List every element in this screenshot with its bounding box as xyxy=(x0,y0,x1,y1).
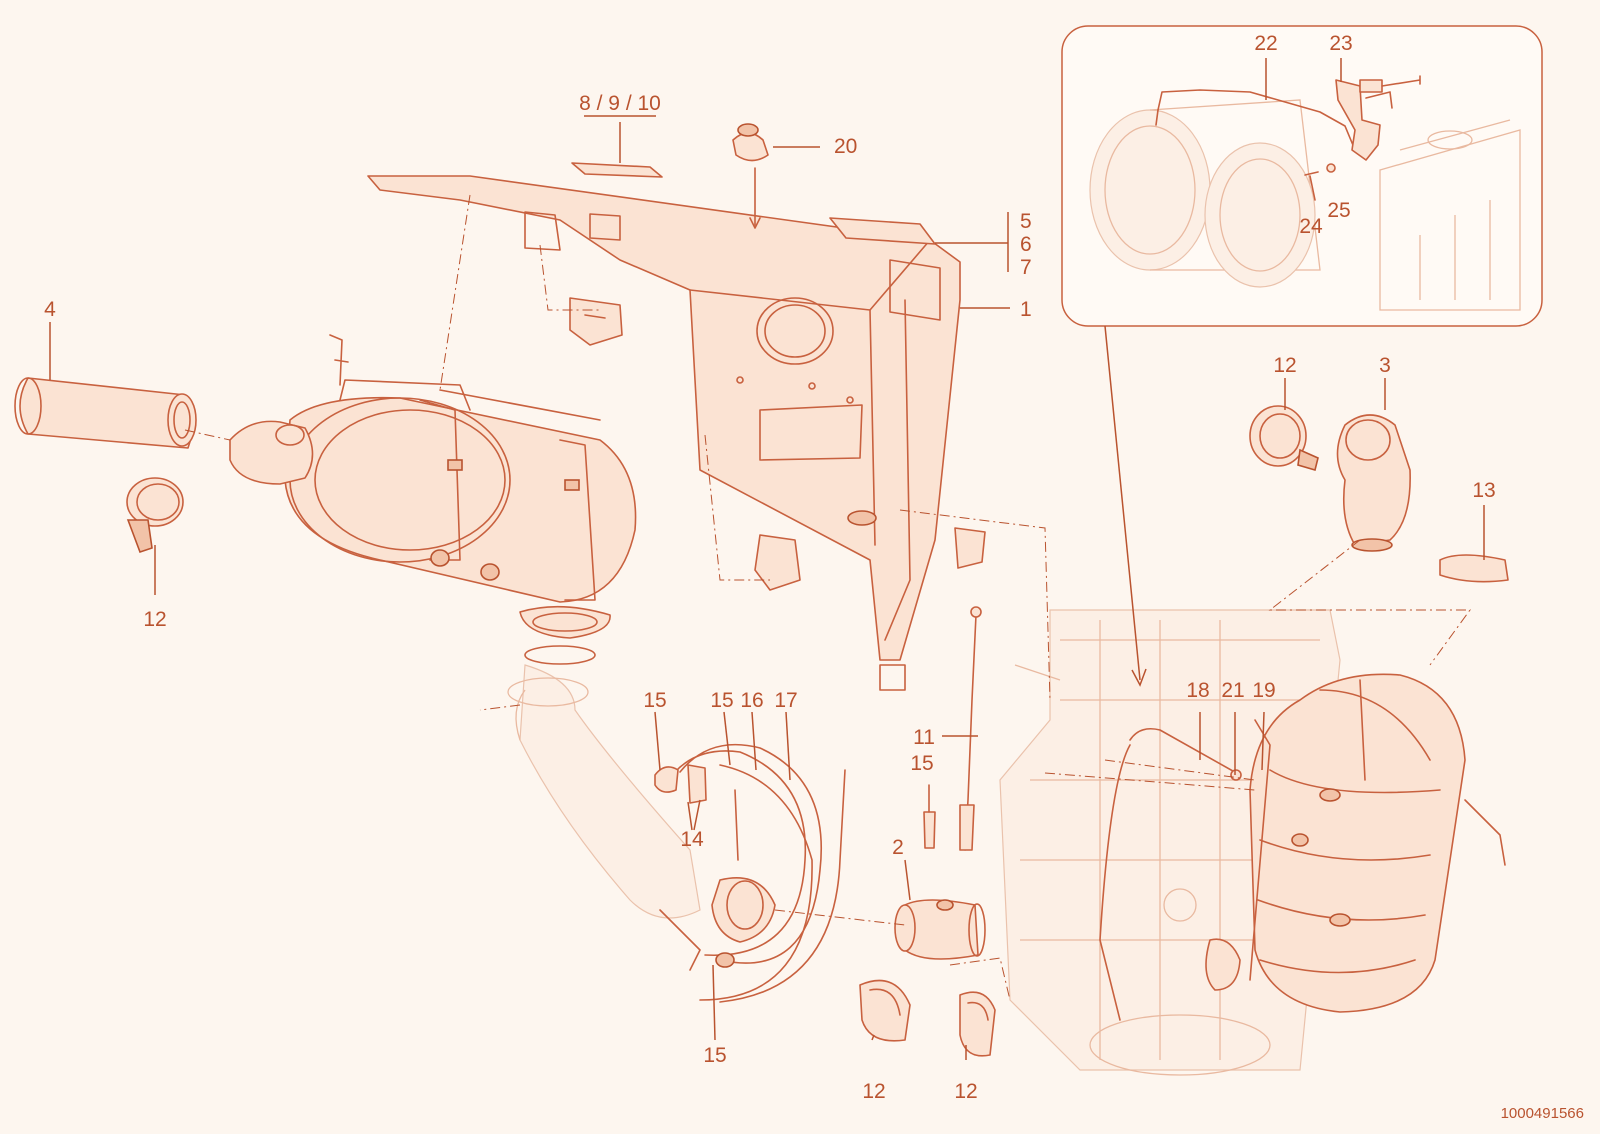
callout-12-bottom-left: 12 xyxy=(862,1080,885,1103)
callout-labels: 1 2 3 4 5 6 7 8 / 9 / 10 11 12 12 12 12 … xyxy=(44,92,1496,1103)
assembly-lines xyxy=(184,194,1471,1001)
callout-8-9-10: 8 / 9 / 10 xyxy=(579,92,661,115)
callout-1: 1 xyxy=(1020,298,1032,321)
heat-shield-strip-5-7 xyxy=(829,217,936,245)
clamp-12-right xyxy=(1249,405,1319,472)
callout-16: 16 xyxy=(740,689,763,712)
fitting-15 xyxy=(923,784,936,849)
callout-4: 4 xyxy=(44,298,56,321)
hoses-16-17 xyxy=(654,743,846,1003)
inset-filter-drawing xyxy=(1089,99,1521,311)
callout-15-hose-left: 15 xyxy=(643,689,666,712)
callout-12-left: 12 xyxy=(143,608,166,631)
callout-17: 17 xyxy=(774,689,797,712)
callout-12-bottom-right: 12 xyxy=(954,1080,977,1103)
callout-20: 20 xyxy=(834,135,857,158)
callout-22: 22 xyxy=(1254,32,1277,55)
callout-25: 25 xyxy=(1327,199,1350,222)
callout-11: 11 xyxy=(913,726,935,749)
callout-18: 18 xyxy=(1186,679,1209,702)
callout-5: 5 xyxy=(1020,210,1032,233)
callout-15-bottom: 15 xyxy=(703,1044,726,1067)
callout-12-right: 12 xyxy=(1273,354,1296,377)
callout-2: 2 xyxy=(892,836,904,859)
callout-15-fitting: 15 xyxy=(910,752,933,775)
gasket-8-9-10 xyxy=(571,162,663,178)
clamps-12-bottom xyxy=(859,979,996,1057)
sensor-bracket xyxy=(569,297,986,591)
cap-20 xyxy=(732,123,769,229)
pressure-sensor-2 xyxy=(894,899,986,960)
inlet-pipe xyxy=(229,334,349,485)
callout-6: 6 xyxy=(1020,233,1032,256)
leader-lines xyxy=(49,115,1485,1060)
engine-block xyxy=(999,609,1341,1076)
callout-7: 7 xyxy=(1020,256,1032,279)
inset-bolt-24 xyxy=(1304,163,1336,201)
sensor-line-11 xyxy=(959,606,982,851)
sleeve-4 xyxy=(14,377,197,449)
band-13 xyxy=(1439,554,1509,583)
callout-19: 19 xyxy=(1252,679,1275,702)
inset-cable-22 xyxy=(1155,89,1356,151)
callout-24: 24 xyxy=(1299,215,1323,238)
particulate-filter xyxy=(284,379,637,665)
inset-sensor-23 xyxy=(1335,75,1421,161)
callout-21: 21 xyxy=(1221,679,1244,702)
elbow-3 xyxy=(1336,414,1411,552)
inset-detail: 22 23 24 25 xyxy=(1061,25,1543,327)
catalyst-assembly xyxy=(1205,673,1506,1013)
callout-23: 23 xyxy=(1329,32,1352,55)
callout-15-hose-mid: 15 xyxy=(710,689,733,712)
callout-3: 3 xyxy=(1379,354,1391,377)
callout-14: 14 xyxy=(680,828,704,851)
document-number: 1000491566 xyxy=(1501,1105,1584,1122)
outlet-pipe xyxy=(507,664,776,971)
callout-13: 13 xyxy=(1472,479,1495,502)
clamp-12-left xyxy=(126,477,184,554)
heat-shield-bracket xyxy=(367,175,961,691)
